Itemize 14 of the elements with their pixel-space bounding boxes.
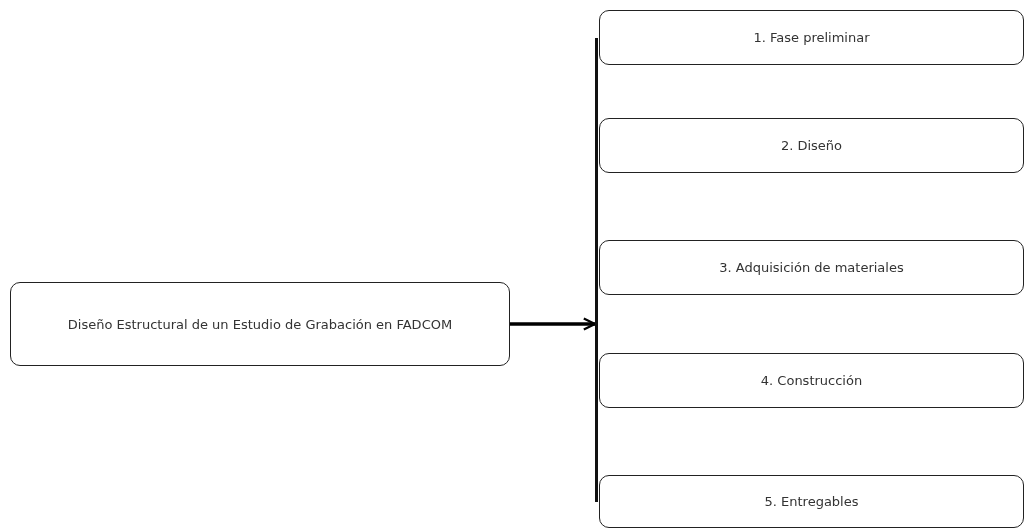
process-box — [10, 282, 510, 366]
process-box — [599, 240, 1024, 295]
process-box — [599, 475, 1024, 528]
process-box — [599, 118, 1024, 173]
bracket-bar — [595, 38, 598, 502]
box-label: Diseño Estructural de un Estudio de Grabación en FADCOM — [67, 316, 453, 332]
box-label: 2. Diseño — [780, 138, 843, 153]
box-label: 5. Entregables — [764, 494, 859, 509]
box-label: 1. Fase preliminar — [753, 30, 870, 45]
process-box — [599, 10, 1024, 65]
arrow — [510, 317, 597, 331]
process-box — [599, 353, 1024, 408]
box-label: 4. Construcción — [760, 373, 863, 388]
box-label: 3. Adquisición de materiales — [719, 260, 904, 275]
